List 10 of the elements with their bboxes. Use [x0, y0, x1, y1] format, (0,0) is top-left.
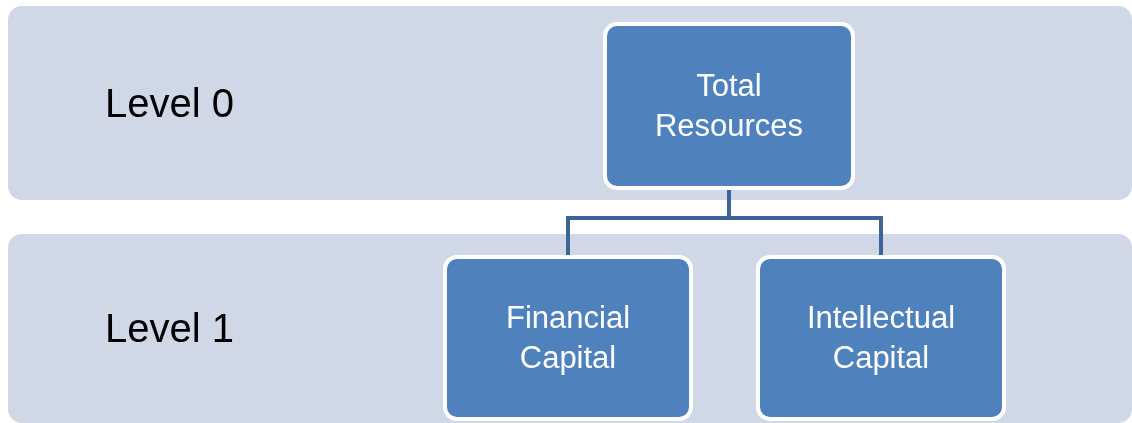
- node-label: Intellectual Capital: [805, 298, 957, 377]
- level-band: [8, 234, 1132, 423]
- hierarchy-box: [443, 255, 693, 421]
- node-label: Financial Capital: [504, 298, 632, 377]
- level-label: Level 0: [105, 80, 234, 126]
- level-label: Level 1: [105, 306, 234, 351]
- level-band: [8, 6, 1132, 200]
- hierarchy-box: [603, 22, 855, 190]
- hierarchy-box: [756, 255, 1006, 421]
- node-label: Total Resources: [653, 66, 805, 145]
